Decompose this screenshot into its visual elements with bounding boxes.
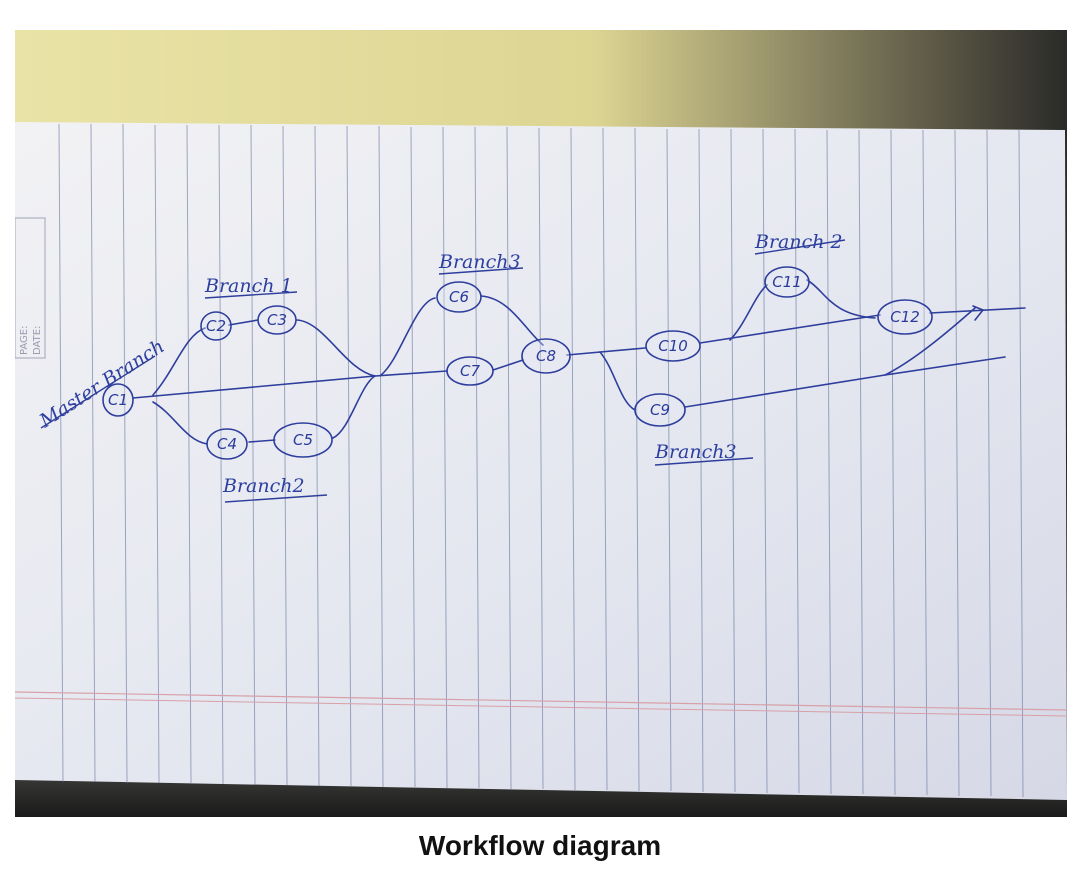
commit-c8: C8	[521, 338, 571, 374]
commit-c11: C11	[764, 266, 810, 298]
commit-c4: C4	[206, 428, 248, 460]
line-c3-merge	[296, 319, 376, 377]
label-branch2-bottom: Branch2	[222, 475, 305, 497]
commit-c12: C12	[877, 299, 933, 335]
margin-rule	[14, 691, 1068, 711]
line-c1-c2	[152, 327, 206, 396]
commit-c2: C2	[200, 311, 232, 341]
line-c10-c12	[699, 314, 881, 344]
underline-branch3-top	[438, 267, 524, 275]
line-c5-merge	[332, 375, 376, 439]
line-c1-c4	[152, 401, 208, 445]
figure-caption: Workflow diagram	[418, 830, 662, 861]
arrow-head	[972, 305, 985, 321]
margin-rule	[14, 697, 1068, 717]
commit-c3: C3	[257, 305, 297, 335]
underline-branch3-bottom	[654, 457, 754, 466]
line-c11-c12	[806, 279, 876, 319]
line-c8-c10	[566, 347, 646, 356]
commit-c6: C6	[436, 281, 482, 313]
commit-nodes: C1 C2 C3 C4 C5 C6 C7 C8	[102, 266, 933, 460]
page-label: PAGE:	[19, 326, 30, 356]
commit-c4-label: C4	[217, 435, 237, 453]
commit-c9: C9	[634, 393, 686, 427]
commit-c1-label: C1	[108, 391, 128, 409]
commit-c5-label: C5	[293, 431, 313, 449]
ruled-lines	[58, 123, 1024, 798]
underline-branch1	[204, 291, 298, 299]
line-c9-c12	[684, 307, 976, 408]
line-merge-c6	[380, 297, 436, 376]
line-c8-c9	[599, 351, 636, 411]
line-branch-tail	[884, 356, 1006, 376]
date-label: DATE:	[32, 326, 43, 355]
page-date-box	[14, 217, 46, 359]
line-c10-c11	[729, 284, 768, 341]
label-branch3-top: Branch3	[438, 251, 521, 273]
notebook-photo: PAGE: DATE: C1	[14, 30, 1068, 817]
commit-c7: C7	[446, 356, 494, 386]
commit-c7-label: C7	[460, 362, 480, 380]
commit-c6-label: C6	[449, 288, 469, 306]
commit-c10: C10	[645, 330, 701, 362]
line-c2-c3	[228, 319, 259, 326]
commit-c10-label: C10	[658, 337, 688, 355]
commit-c5: C5	[273, 422, 333, 458]
commit-c2-label: C2	[206, 317, 226, 335]
label-branch3-bottom: Branch3	[654, 441, 737, 463]
line-c12-out	[929, 307, 1026, 314]
commit-c12-label: C12	[890, 308, 920, 326]
underline-branch2-right	[754, 239, 846, 255]
commit-c11-label: C11	[772, 273, 802, 291]
commit-c8-label: C8	[536, 347, 556, 365]
branch-connections	[132, 279, 1026, 445]
underline-master-branch	[40, 355, 156, 429]
line-c4-c5	[248, 439, 276, 443]
workflow-sketch: PAGE: DATE: C1	[14, 30, 1068, 817]
underline-branch2-bottom	[224, 494, 328, 503]
line-c7-c8	[492, 359, 524, 371]
commit-c3-label: C3	[267, 311, 287, 329]
commit-c1: C1	[102, 383, 134, 417]
label-branch1: Branch 1	[204, 275, 293, 297]
commit-c9-label: C9	[650, 401, 670, 419]
label-branch2-right: Branch 2	[754, 231, 843, 253]
